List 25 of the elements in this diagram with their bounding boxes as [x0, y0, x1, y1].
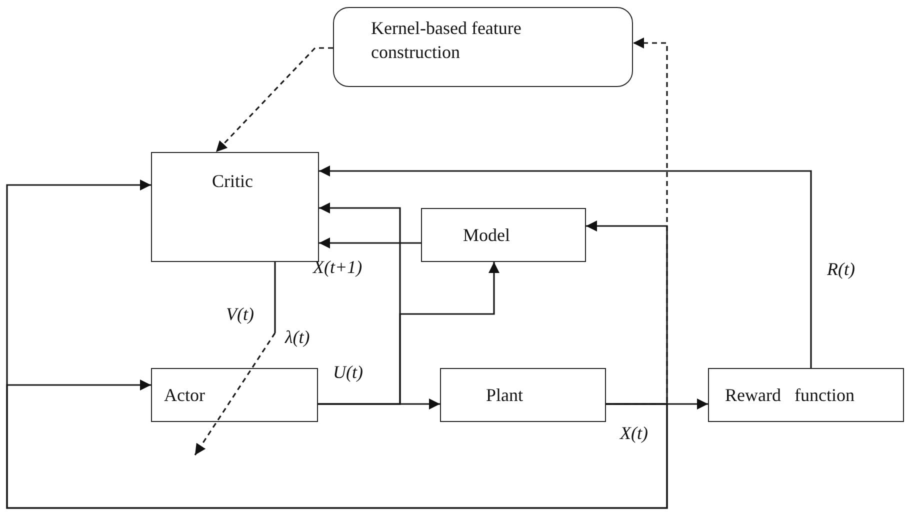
- arrow: [586, 220, 668, 405]
- box-label: Actor: [164, 384, 205, 407]
- box-label: Model: [463, 224, 510, 247]
- process-box: [151, 368, 318, 422]
- arrow: [319, 238, 421, 248]
- arrow: [6, 380, 668, 509]
- box-label: Reward function: [725, 384, 854, 407]
- process-box: [151, 152, 319, 262]
- rounded-box: [333, 7, 633, 87]
- signal-label: λ(t): [285, 327, 310, 348]
- signal-label: R(t): [827, 259, 855, 280]
- process-box: [421, 208, 586, 262]
- signal-label: V(t): [226, 304, 254, 325]
- box-label: Critic: [212, 170, 253, 193]
- box-label: Plant: [486, 384, 524, 407]
- signal-label: U(t): [333, 362, 363, 383]
- arrow: [319, 166, 812, 368]
- dashed-arrow: [194, 262, 276, 456]
- signal-label: X(t+1): [313, 257, 362, 278]
- arrow: [318, 398, 440, 410]
- process-box: [708, 368, 904, 422]
- box-label: Kernel-based feature construction: [371, 17, 522, 64]
- process-box: [440, 368, 606, 422]
- dashed-arrow: [215, 47, 333, 153]
- signal-label: X(t): [620, 423, 648, 444]
